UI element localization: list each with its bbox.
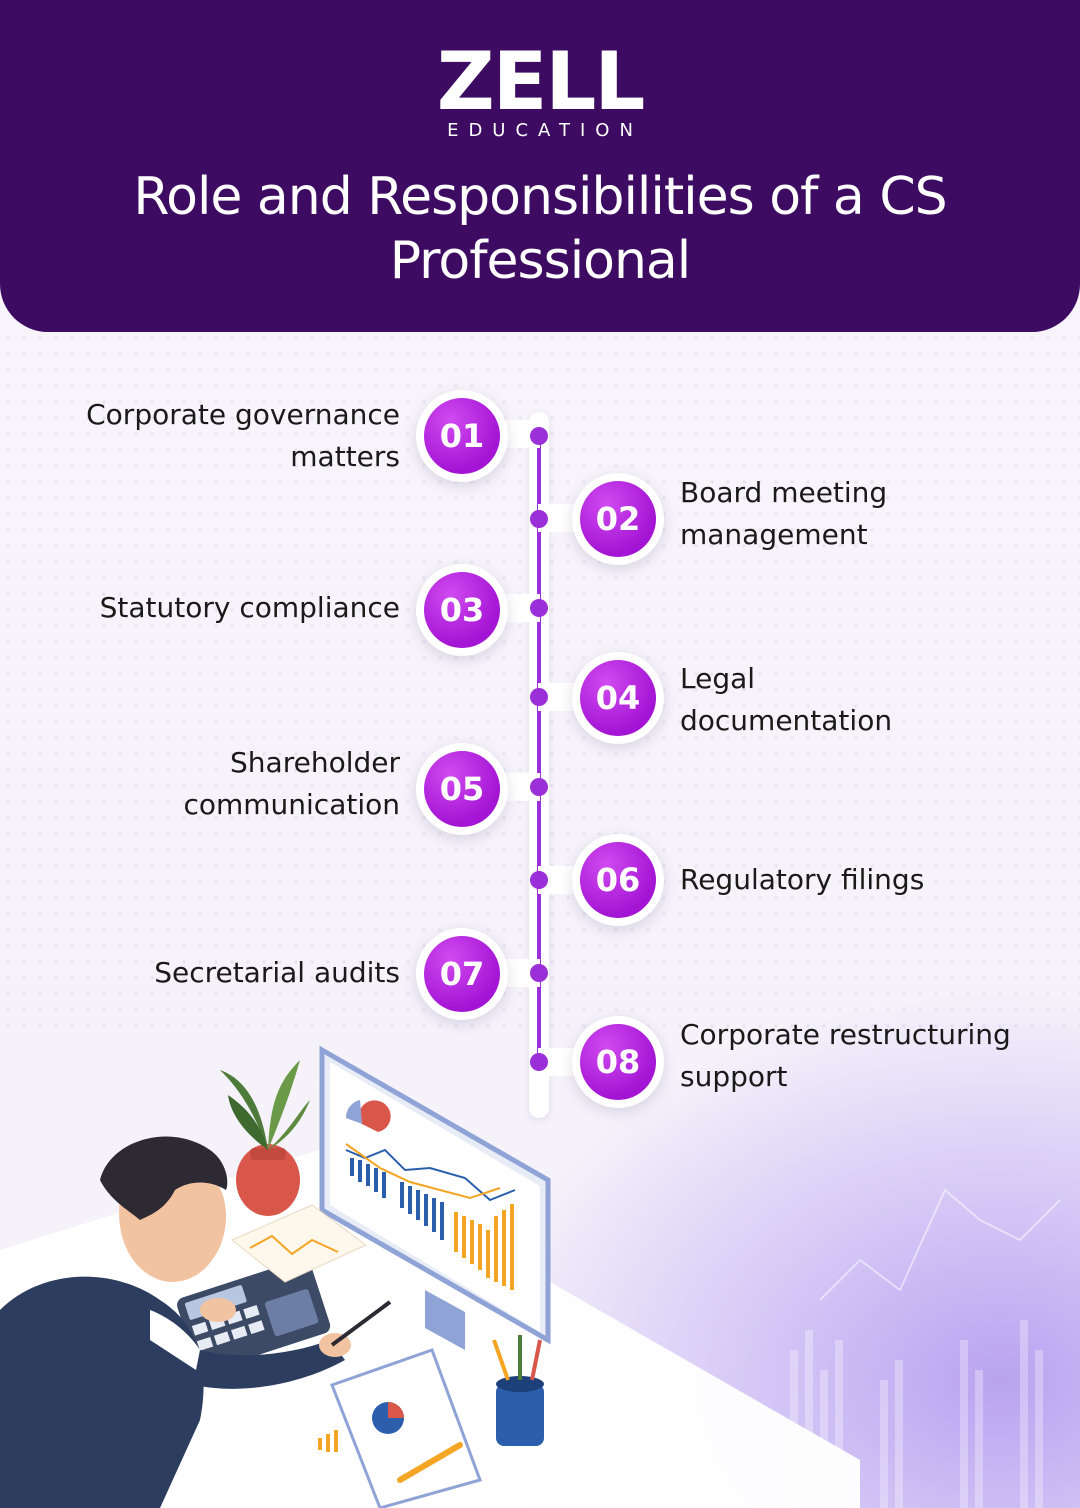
office-illustration <box>0 1045 1061 1508</box>
step-number: 01 <box>424 398 500 474</box>
step-badge: 07 <box>416 928 508 1020</box>
step-number: 06 <box>580 842 656 918</box>
page-title: Role and Responsibilities of a CS Profes… <box>133 167 947 291</box>
timeline-node <box>530 599 548 617</box>
step-number: 02 <box>580 481 656 557</box>
plant-icon <box>220 1060 310 1216</box>
step-badge: 08 <box>572 1016 664 1108</box>
paper-document <box>231 1204 367 1283</box>
timeline-node <box>530 688 548 706</box>
timeline-node <box>530 778 548 796</box>
step-label: Regulatory filings <box>680 863 925 896</box>
brand-name: ZELL <box>436 35 646 128</box>
header-banner: ZELL EDUCATION Role and Responsibilities… <box>0 0 1080 332</box>
pencil-cup <box>492 1335 544 1446</box>
step-label: Board meeting management <box>680 476 888 551</box>
step-label: Corporate governance matters <box>86 398 400 473</box>
step-number: 05 <box>424 751 500 827</box>
step-number: 08 <box>580 1024 656 1100</box>
step-badge: 06 <box>572 834 664 926</box>
step-badge: 01 <box>416 390 508 482</box>
pencil <box>397 1442 463 1483</box>
step-number: 07 <box>424 936 500 1012</box>
step-number: 04 <box>580 660 656 736</box>
clipboard <box>318 1348 482 1508</box>
timeline-node <box>530 510 548 528</box>
monitor <box>319 1045 551 1350</box>
step-label: Shareholder communication <box>183 746 400 821</box>
step-badge: 03 <box>416 564 508 656</box>
person-figure <box>0 1136 392 1508</box>
step-badge: 05 <box>416 743 508 835</box>
timeline-line <box>537 432 541 1064</box>
step-number: 03 <box>424 572 500 648</box>
step-label: Legal documentation <box>680 662 893 737</box>
step-label: Corporate restructuring support <box>680 1018 1011 1093</box>
timeline-node <box>530 427 548 445</box>
step-badge: 04 <box>572 652 664 744</box>
timeline-node <box>530 871 548 889</box>
brand-tagline: EDUCATION <box>447 120 643 141</box>
step-label: Statutory compliance <box>99 591 400 624</box>
timeline-node <box>530 964 548 982</box>
brand-logo: ZELL EDUCATION <box>0 35 1080 142</box>
background-chart <box>790 1188 1061 1508</box>
step-badge: 02 <box>572 473 664 565</box>
step-label: Secretarial audits <box>154 956 400 989</box>
timeline-node <box>530 1053 548 1071</box>
